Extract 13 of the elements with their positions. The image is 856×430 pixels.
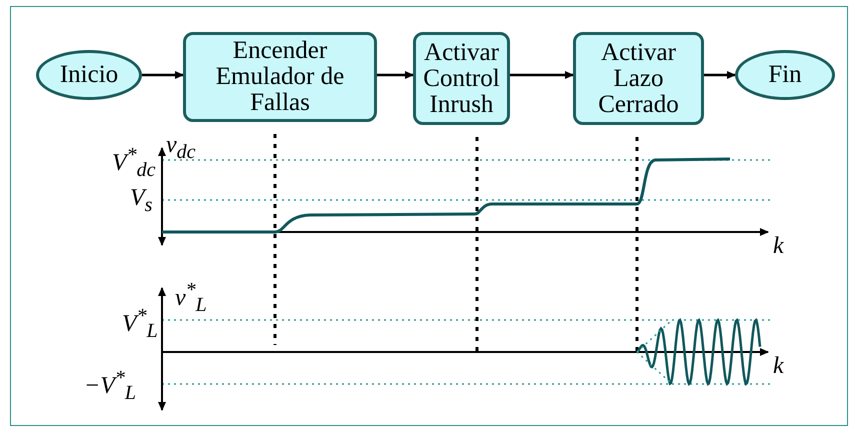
process-box: Activar Control Inrush [413, 32, 510, 125]
process-box: Activar Lazo Cerrado [573, 32, 704, 125]
arrow [377, 71, 414, 79]
axis-label: k [773, 354, 784, 378]
process-box: Encender Emulador de Fallas [183, 32, 377, 122]
terminal-ellipse: Fin [735, 50, 835, 100]
arrow [704, 71, 736, 79]
level-label: V$_{s}$ [130, 186, 152, 217]
terminal-ellipse: Inicio [36, 50, 142, 100]
axis-label: v$_{dc}$ [166, 133, 196, 164]
arrow [142, 71, 184, 79]
axis-label: k [773, 234, 784, 258]
arrow [510, 71, 574, 79]
